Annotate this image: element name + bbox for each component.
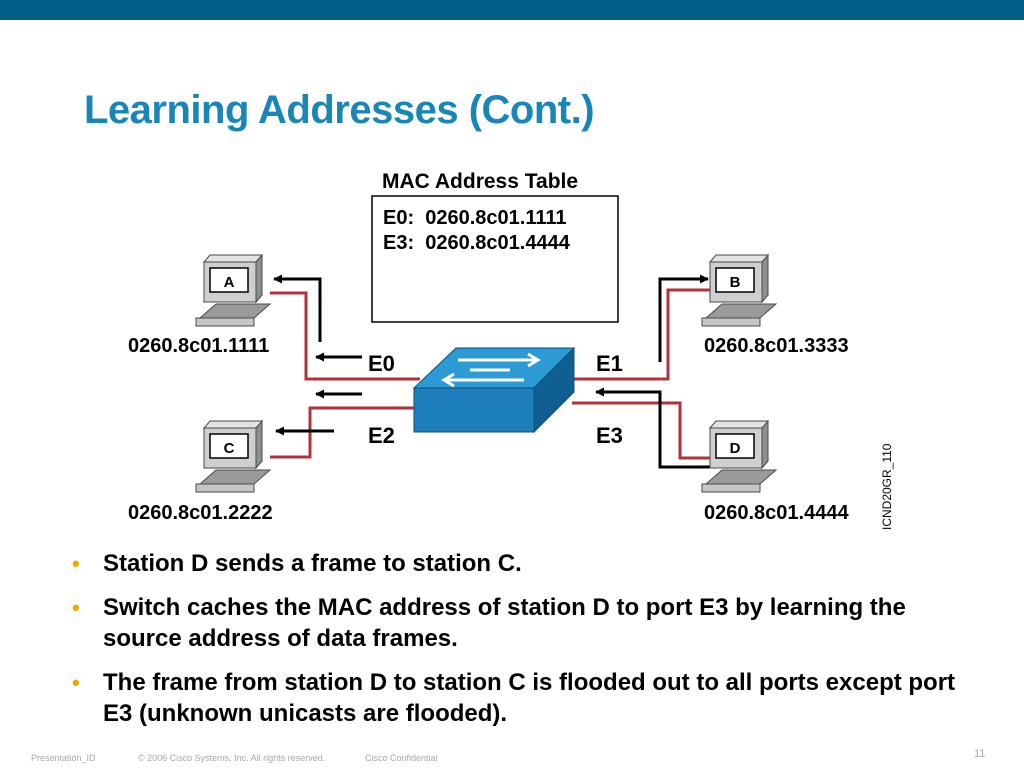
link-e3-d xyxy=(572,401,712,460)
bullet-marker: • xyxy=(72,595,80,620)
port-label-e2: E2 xyxy=(368,423,395,448)
footer-confidential: Cisco Confidential xyxy=(365,753,438,763)
mac-address-b: 0260.8c01.3333 xyxy=(704,335,849,357)
header-bar xyxy=(0,0,1024,20)
bullet-marker: • xyxy=(72,670,80,695)
workstation-icon xyxy=(195,253,272,327)
station-label-a: A xyxy=(224,274,235,291)
footer-copyright: © 2006 Cisco Systems, Inc. All rights re… xyxy=(138,753,326,763)
port-label-e3: E3 xyxy=(596,423,623,448)
mac-address-c: 0260.8c01.2222 xyxy=(128,502,273,524)
link-a-e0 xyxy=(270,291,420,381)
port-label-e0: E0 xyxy=(368,351,395,376)
bullet-list: • Station D sends a frame to station C. … xyxy=(72,548,972,742)
mac-table-entry: E0: 0260.8c01.1111 xyxy=(383,207,567,229)
bullet-text: Switch caches the MAC address of station… xyxy=(103,594,906,652)
frame-arrows xyxy=(273,274,710,469)
arrow-to-a xyxy=(273,274,322,342)
bullet-item: • The frame from station D to station C … xyxy=(72,667,972,729)
workstation-icon xyxy=(195,419,272,493)
footer-presentation-id: Presentation_ID xyxy=(31,753,96,763)
station-label-d: D xyxy=(730,440,741,457)
workstation-icon xyxy=(701,419,778,493)
bullet-text: The frame from station D to station C is… xyxy=(103,669,956,727)
slide-title: Learning Addresses (Cont.) xyxy=(84,88,595,132)
bullet-item: • Switch caches the MAC address of stati… xyxy=(72,592,972,654)
port-label-e1: E1 xyxy=(596,351,623,376)
arrow-from-d xyxy=(595,387,710,469)
mac-address-a: 0260.8c01.1111 xyxy=(128,335,269,357)
arrow-to-b xyxy=(658,274,709,362)
mac-table-title: MAC Address Table xyxy=(382,170,578,193)
mac-address-d: 0260.8c01.4444 xyxy=(704,502,849,524)
page-number: 11 xyxy=(974,748,986,760)
bullet-text: Station D sends a frame to station C. xyxy=(103,550,522,577)
workstation-icon xyxy=(701,253,778,327)
figure-id: ICND20GR_110 xyxy=(880,443,894,530)
link-e1-b xyxy=(572,288,712,381)
bullet-marker: • xyxy=(72,551,80,576)
switch-icon xyxy=(412,346,576,434)
mac-table-box xyxy=(371,195,619,323)
bullet-item: • Station D sends a frame to station C. xyxy=(72,548,972,579)
station-label-c: C xyxy=(224,440,235,457)
mac-table-entry: E3: 0260.8c01.4444 xyxy=(383,232,571,254)
station-label-b: B xyxy=(730,274,741,291)
